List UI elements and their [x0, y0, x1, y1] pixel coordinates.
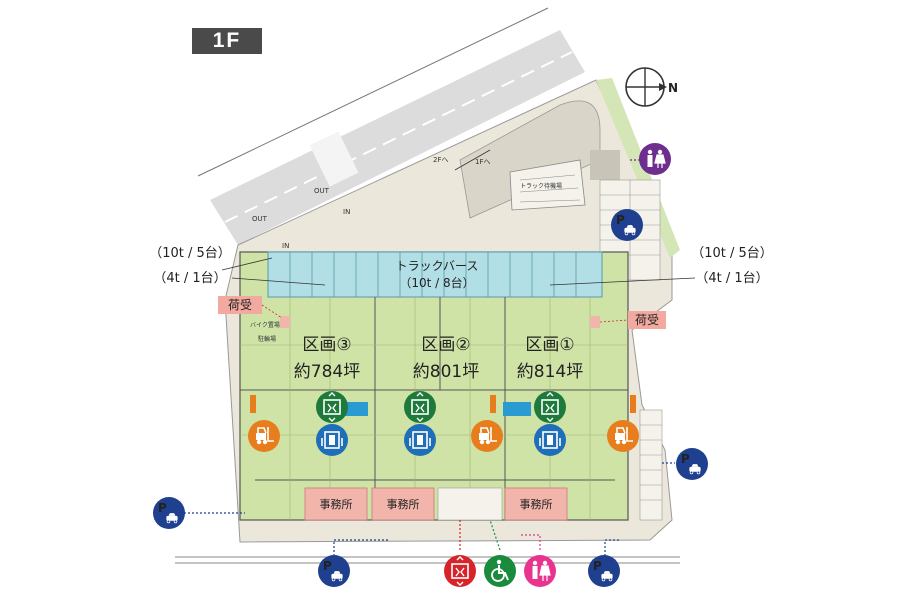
compass-icon: [625, 67, 667, 107]
truck-waiting-area: [509, 159, 586, 211]
truck-berth: [267, 251, 603, 298]
office-label-2: 事務所: [387, 497, 420, 511]
office-label-3: 事務所: [520, 497, 553, 511]
passenger-elevator-icon: [444, 555, 476, 587]
road: [197, 7, 597, 263]
ramp-down-label: 1Fへ: [475, 158, 490, 166]
ramp: [459, 100, 601, 219]
bike-parking-label: バイク置場: [250, 321, 280, 329]
truck-berth-name: トラックバース: [396, 259, 479, 273]
parking-lot-bottom-right: [639, 409, 663, 521]
freight-elevator-icon-3: [534, 391, 566, 423]
zone-3-name: 区画③: [302, 335, 351, 355]
road-out-label-2: OUT: [314, 187, 330, 195]
left-callout-leader: [231, 277, 326, 286]
core-area: [437, 487, 503, 521]
zone-2-name: 区画②: [421, 335, 470, 355]
truck-berth-capacity: （10t / 8台）: [399, 275, 474, 290]
office-3: [504, 487, 568, 521]
zone-3-area: 約784坪: [294, 362, 360, 382]
road-in-label-1: IN: [282, 242, 289, 250]
forklift-icon-2: [471, 420, 503, 452]
office-1: [304, 487, 368, 521]
left-callout-leader-2: [221, 257, 273, 271]
parking-icon-1: P: [611, 209, 643, 241]
vertical-lift-icon-3: [534, 424, 566, 456]
svg-text:P: P: [323, 559, 332, 573]
zone-2-area: 約801坪: [413, 362, 479, 382]
freight-elevator-icon-1: [316, 391, 348, 423]
floor-label: 1F: [192, 28, 262, 54]
ramp-up-label: 2Fへ: [433, 156, 448, 164]
lift-marker-left: [250, 395, 256, 413]
truck-waiting-label: トラック待機場: [520, 182, 562, 190]
lift-marker-center: [490, 395, 496, 413]
freight-elevator-shaft-2: [503, 402, 531, 416]
zone-1-name: 区画①: [525, 335, 574, 355]
svg-text:P: P: [616, 213, 625, 227]
receiving-badge-right: [628, 311, 666, 329]
zone-1-area: 約814坪: [517, 362, 583, 382]
lift-marker-right: [630, 395, 636, 413]
svg-text:P: P: [158, 501, 167, 515]
berth-docks: [289, 252, 577, 297]
office-label-1: 事務所: [320, 497, 353, 511]
compass-north: N: [668, 81, 678, 95]
left-callout-line1: （10t / 5台）: [149, 246, 231, 261]
vertical-lift-icon-2: [404, 424, 436, 456]
forklift-icon-1: [248, 420, 280, 452]
bicycle-parking-label: 駐輪場: [258, 335, 276, 343]
receiving-room-left: [280, 316, 290, 328]
right-callout-line2: （4t / 1台）: [695, 271, 768, 286]
right-callout-line1: （10t / 5台）: [691, 246, 773, 261]
ramp-landing: [590, 150, 620, 180]
parking-icon-2: P: [676, 448, 708, 480]
parking-icon-3: P: [153, 497, 185, 529]
road-in-label-2: IN: [343, 208, 350, 216]
parking-icon-4: P: [318, 555, 350, 587]
office-2: [371, 487, 435, 521]
ramp-arrow: [454, 149, 491, 171]
receiving-room-right: [590, 316, 600, 328]
receiving-leader-right: [599, 319, 629, 323]
freight-elevator-icon-2: [404, 391, 436, 423]
svg-text:P: P: [681, 452, 690, 466]
parking-icon-5: P: [588, 555, 620, 587]
left-callout-line2: （4t / 1台）: [153, 271, 226, 286]
road-out-label-1: OUT: [252, 215, 268, 223]
accessible-icon: [484, 555, 516, 587]
receiving-label-left: 荷受: [228, 298, 252, 312]
toilet-men-women-icon: [524, 555, 556, 587]
forklift-icon-3: [607, 420, 639, 452]
toilet-icon: [639, 143, 671, 175]
right-callout-leader: [549, 277, 696, 286]
vertical-lift-icon-1: [316, 424, 348, 456]
receiving-badge-left: [218, 296, 262, 314]
svg-text:P: P: [593, 559, 602, 573]
receiving-label-right: 荷受: [635, 313, 659, 327]
